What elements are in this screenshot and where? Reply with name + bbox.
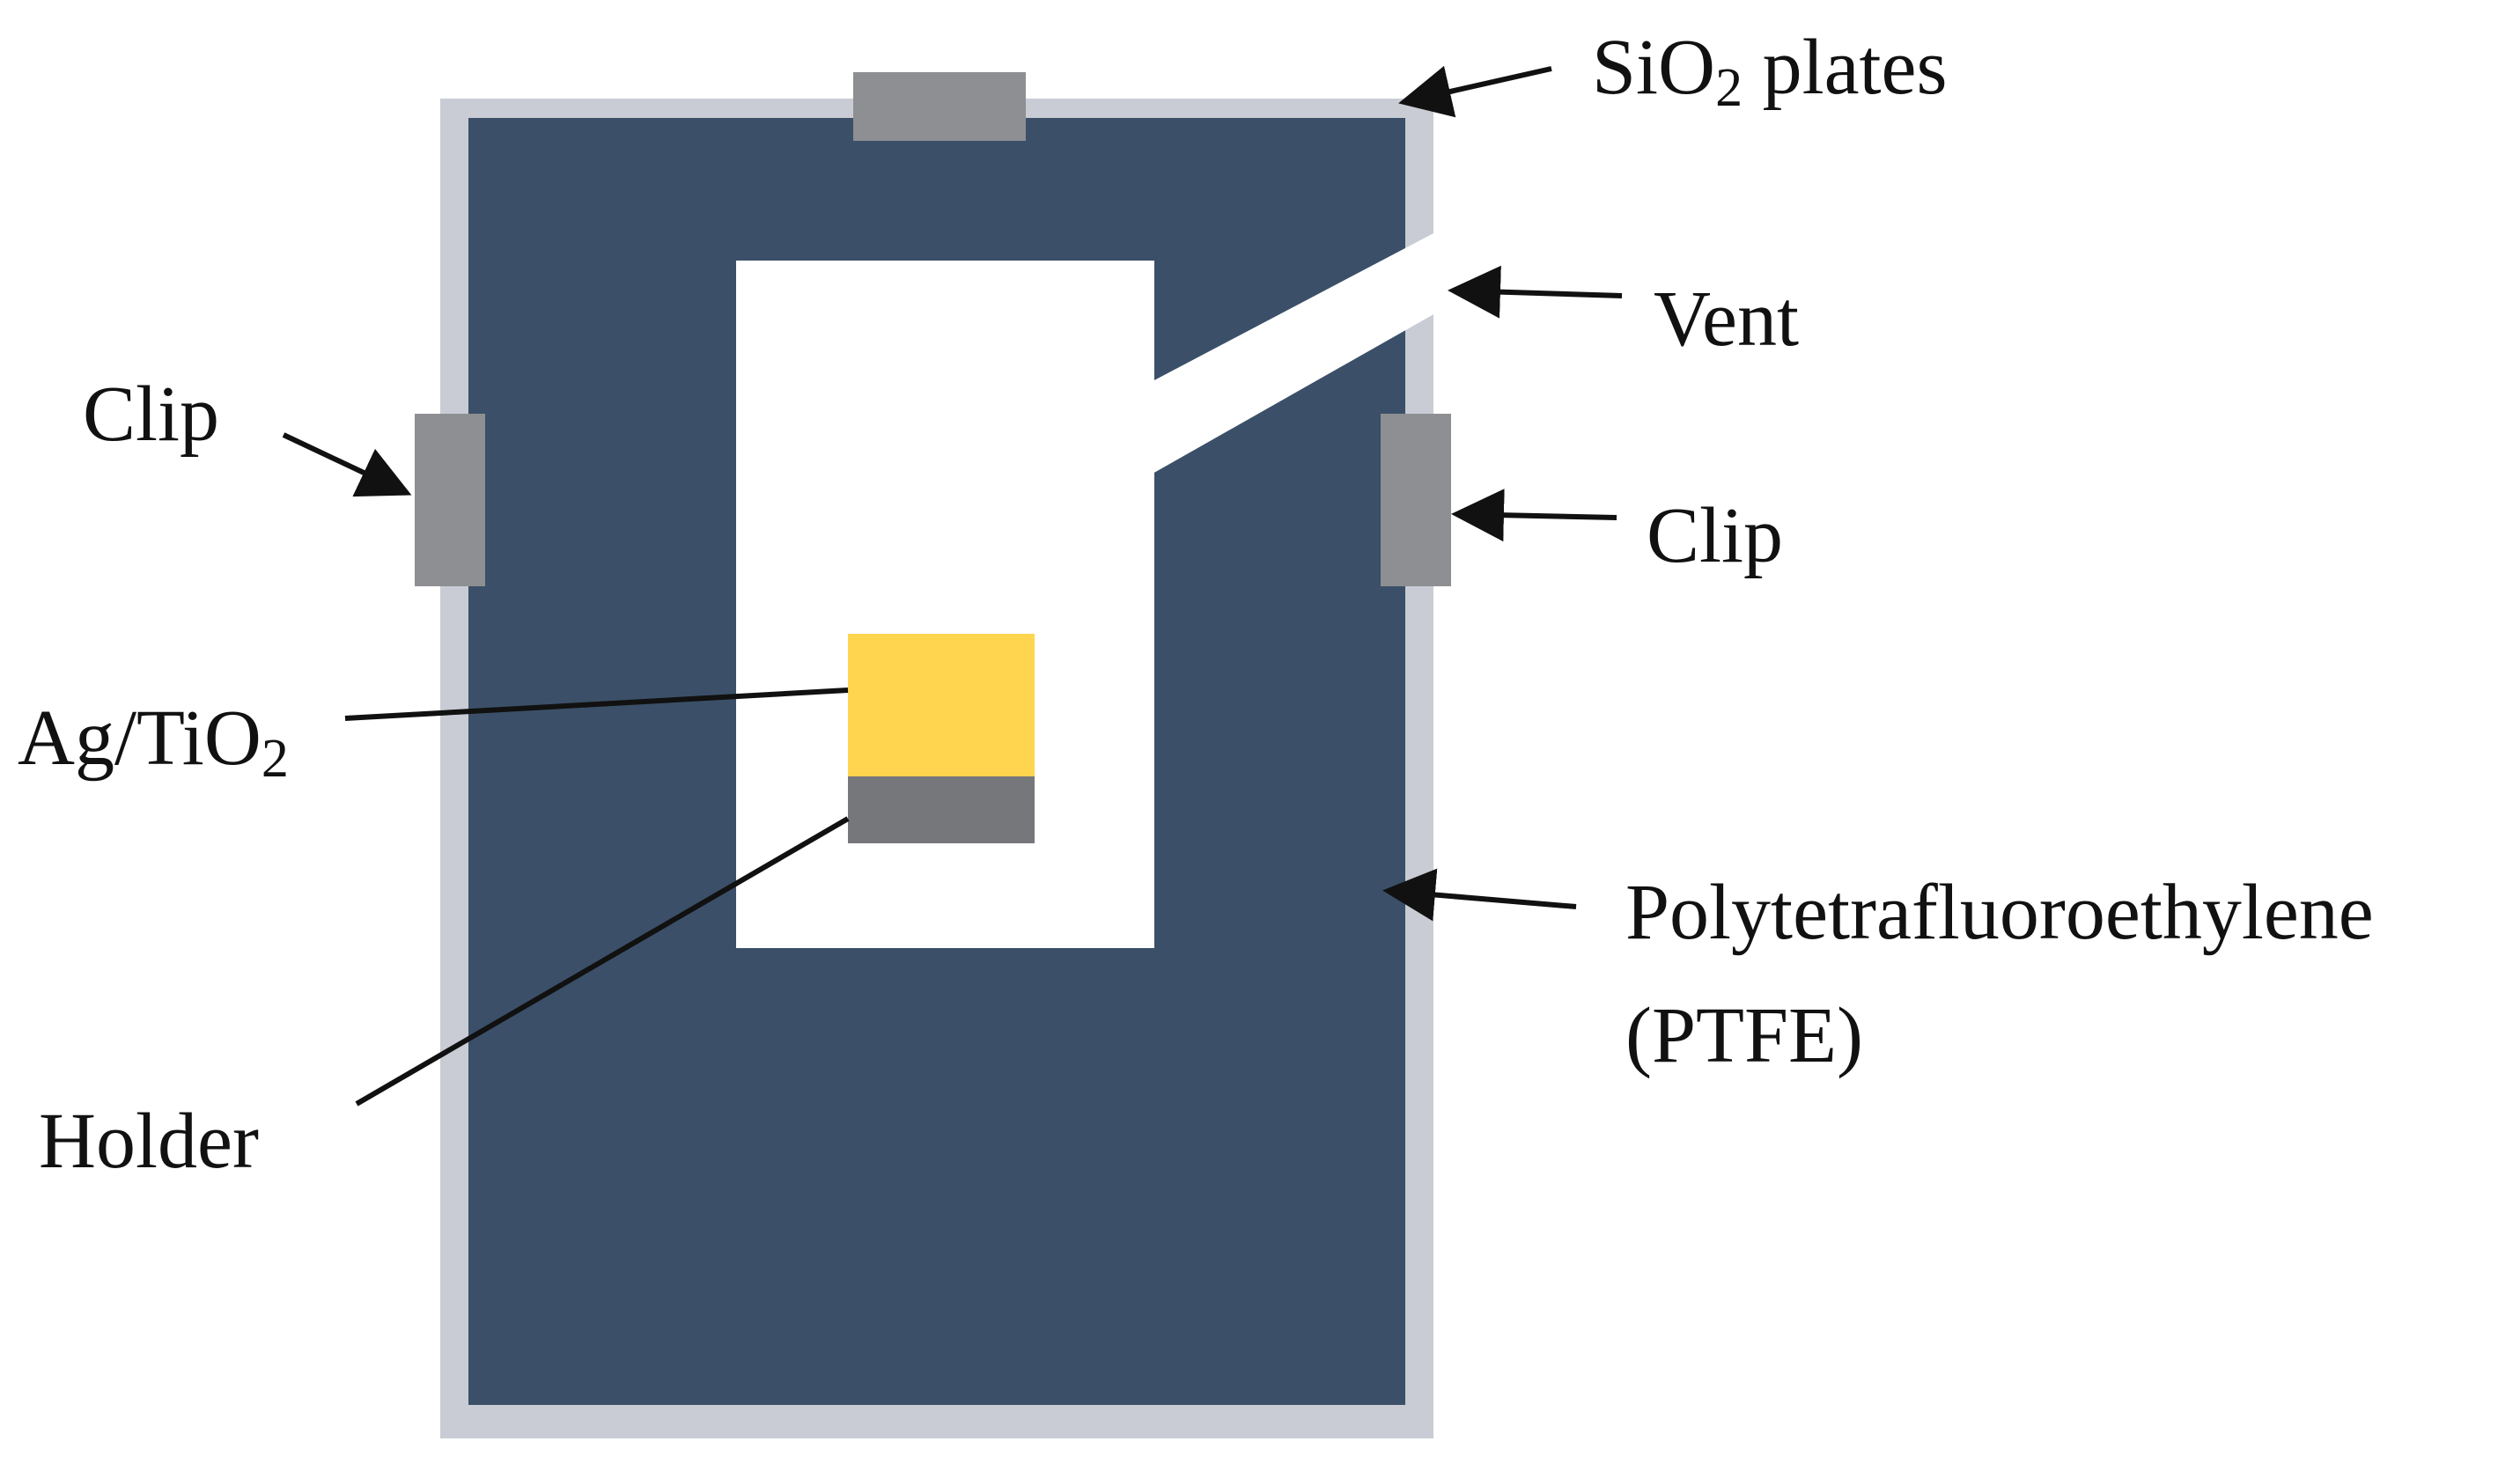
right-clip (1381, 414, 1451, 586)
sio2-prefix: SiO (1592, 24, 1715, 111)
sample-holder (848, 776, 1035, 843)
sio2-subscript: 2 (1715, 58, 1743, 118)
clip-left-arrow (282, 432, 412, 497)
top-clip (853, 72, 1026, 141)
ptfe-label-line1: Polytetrafluoroethylene (1625, 869, 2374, 956)
holder-leader (355, 816, 850, 1107)
vent-channel (1153, 232, 1435, 474)
clip-right-label: Clip (1647, 492, 1783, 579)
ag-tio2-leader (344, 688, 849, 721)
holder-label: Holder (39, 1098, 259, 1185)
sio2-arrow (1398, 65, 1552, 118)
clip-left-label: Clip (83, 371, 219, 458)
ag-tio2-subscript: 2 (262, 729, 289, 789)
ptfe-label-line2: (PTFE) (1625, 992, 1863, 1079)
ag-tio2-prefix: Ag/TiO (18, 695, 262, 782)
vent-label: Vent (1654, 276, 1799, 363)
clip-right-arrow (1451, 489, 1617, 542)
vent-arrow (1448, 265, 1623, 319)
ptfe-arrow (1382, 868, 1577, 922)
ag-tio2-sample (848, 634, 1035, 776)
sio2-plates-label: SiO2 plates (1592, 24, 1948, 118)
ag-tio2-label: Ag/TiO2 (18, 695, 289, 789)
left-clip (415, 414, 485, 586)
sio2-suffix: plates (1743, 24, 1947, 111)
